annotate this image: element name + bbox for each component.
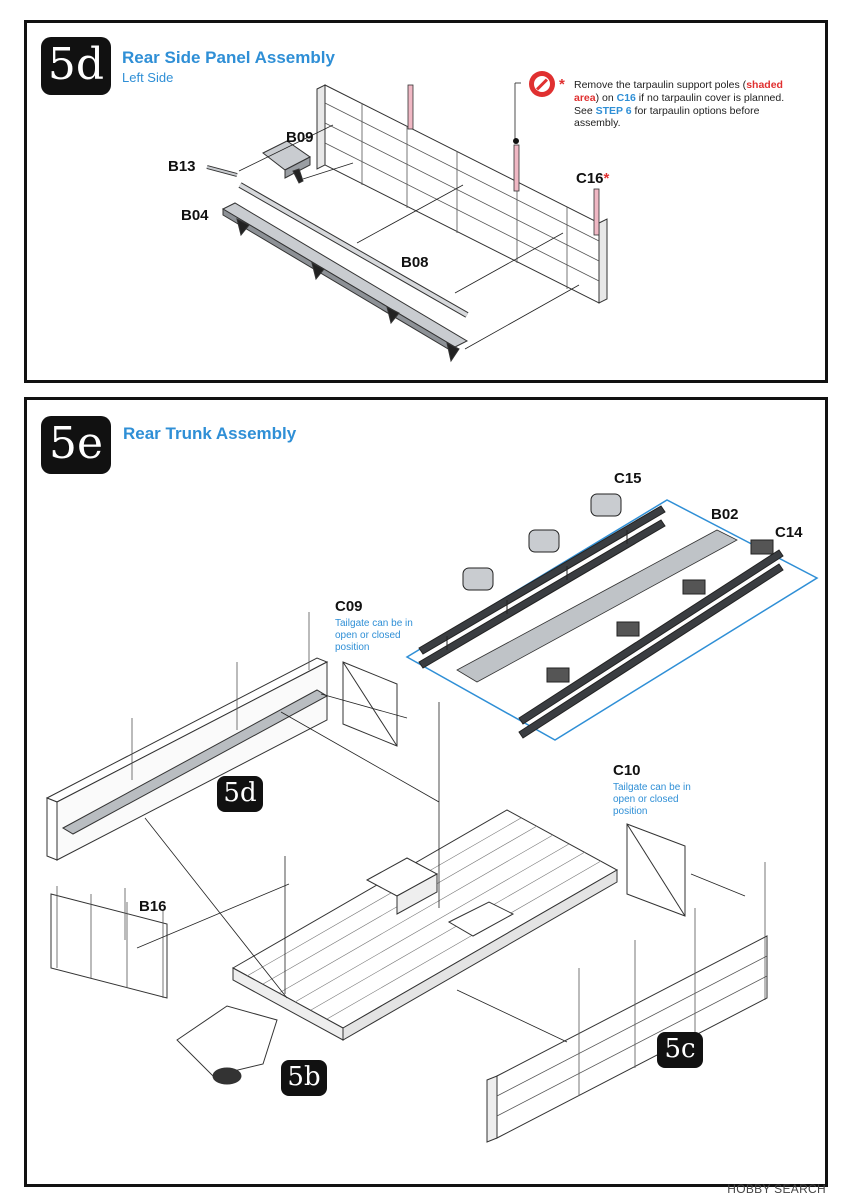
step-5d-title: Rear Side Panel Assembly [122, 48, 335, 67]
ref-badge-5d: 5d [217, 776, 263, 812]
part-label-c10: C10 [613, 762, 641, 779]
tarpaulin-note: Remove the tarpaulin support poles (shad… [574, 79, 785, 130]
watermark: HOBBY SEARCH [727, 1182, 826, 1196]
part-label-b16: B16 [139, 898, 167, 915]
c10-note: Tailgate can be in open or closed positi… [613, 782, 691, 817]
part-label-b13: B13 [168, 158, 196, 175]
step-badge-5e: 5e [41, 416, 111, 474]
step-5d-diagram [206, 82, 608, 363]
part-label-b08: B08 [401, 254, 429, 271]
part-label-b09: B09 [286, 129, 314, 146]
warning-star: * [559, 76, 565, 93]
step-5e-diagram [45, 493, 819, 1143]
part-label-c16: C16* [576, 170, 610, 187]
step-5e-title: Rear Trunk Assembly [123, 424, 297, 443]
ref-badge-5c: 5c [657, 1032, 703, 1068]
part-label-b02: B02 [711, 506, 739, 523]
part-label-b04: B04 [181, 207, 209, 224]
part-label-c15: C15 [614, 470, 642, 487]
cut-icon [529, 71, 555, 97]
part-label-c14: C14 [775, 524, 803, 541]
step-badge-5d: 5d [41, 37, 111, 95]
c09-note: Tailgate can be in open or closed positi… [335, 618, 413, 653]
part-label-c09: C09 [335, 598, 363, 615]
ref-badge-5b: 5b [281, 1060, 327, 1096]
step-5d-panel: 5d Rear Side Panel Assembly Left Side [24, 20, 828, 383]
step-5e-panel: 5e Rear Trunk Assembly [24, 397, 828, 1187]
step-5d-subtitle: Left Side [122, 70, 174, 85]
